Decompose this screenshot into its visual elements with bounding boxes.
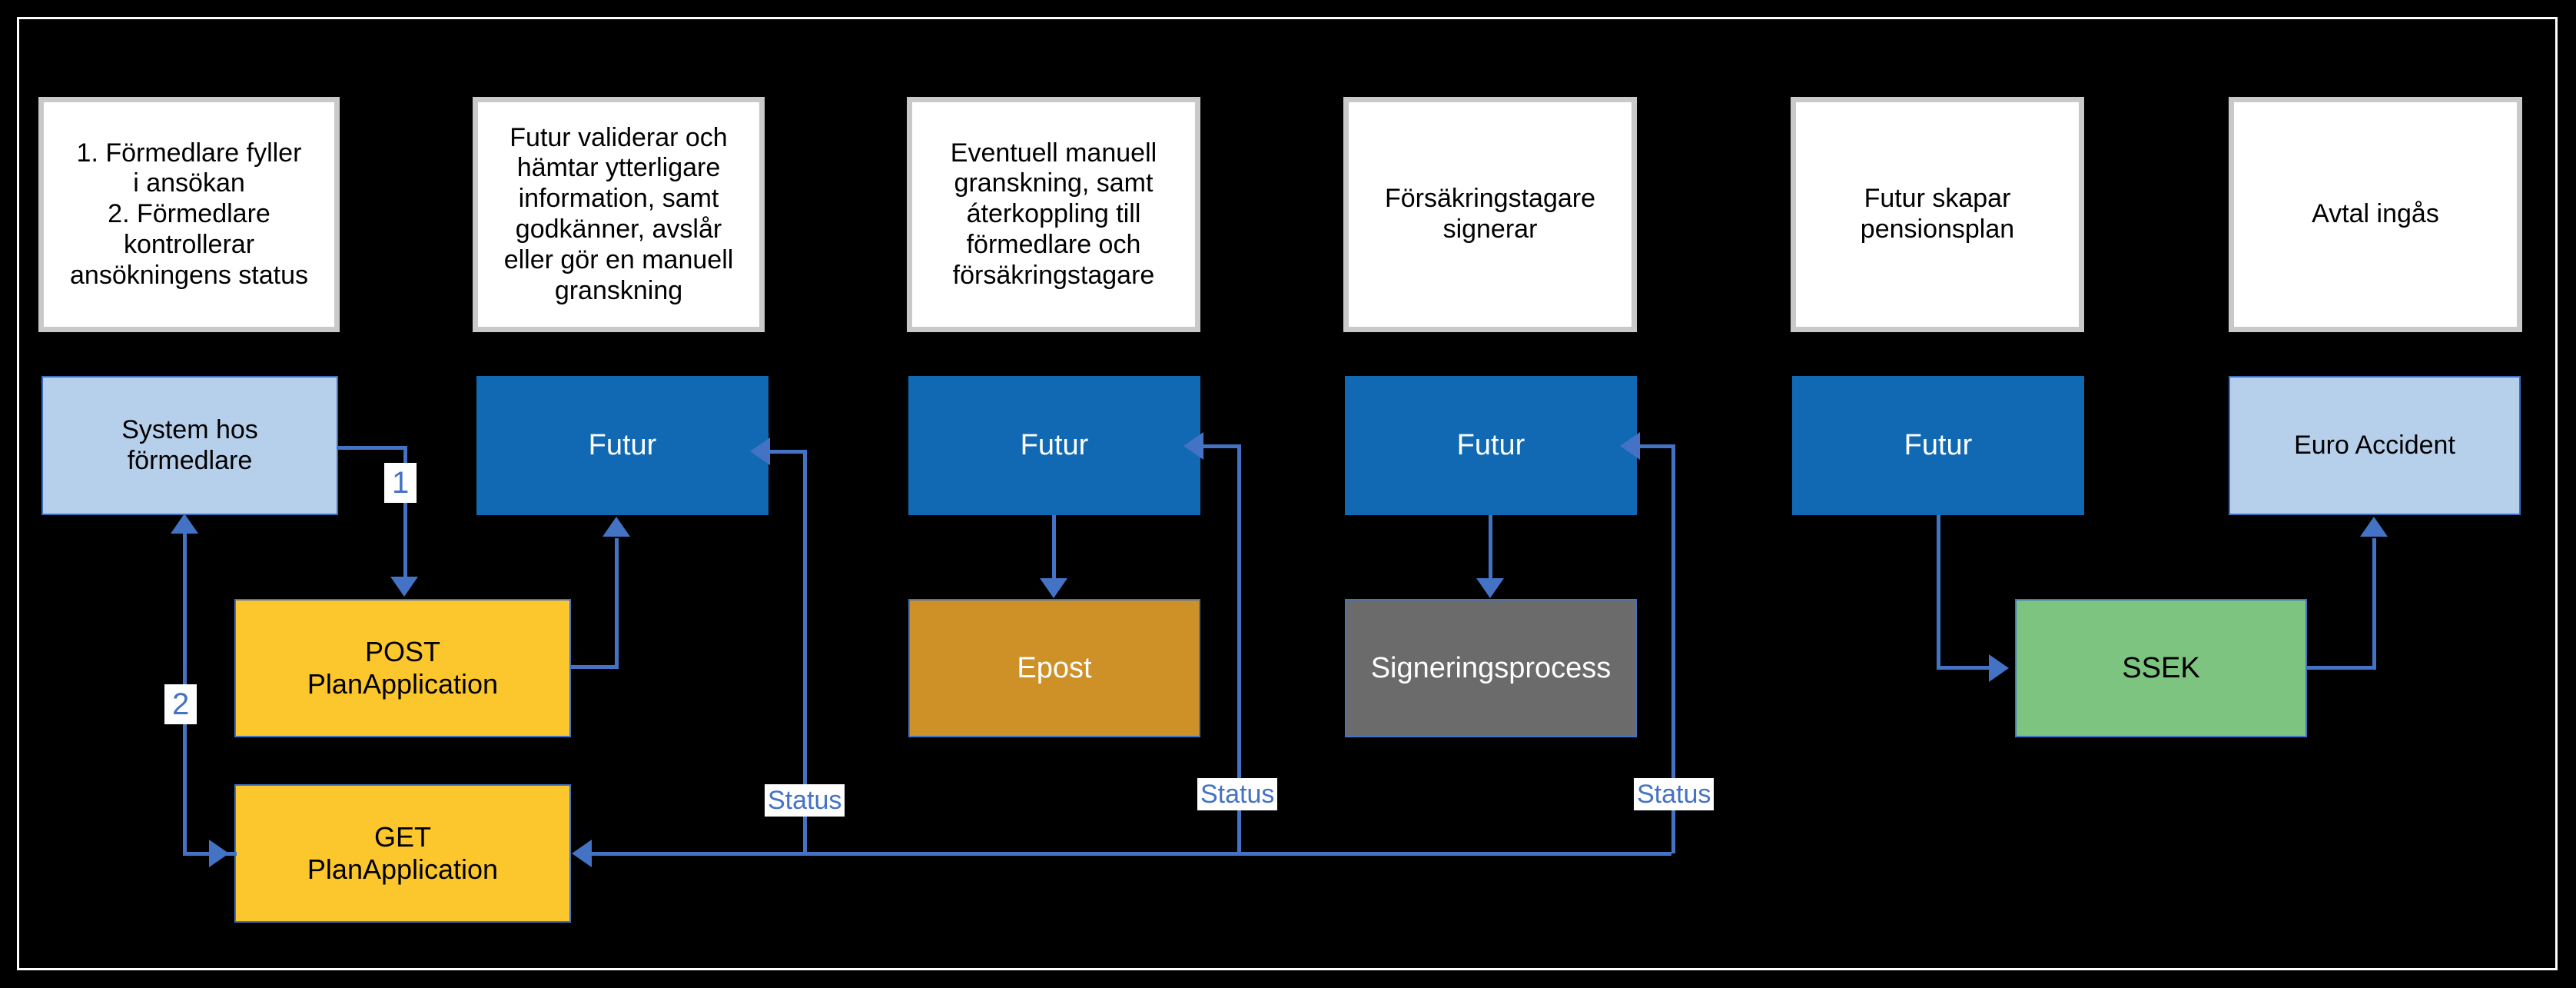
connector-post-to-futur-h xyxy=(571,665,619,669)
arrowhead-status2-into-futur xyxy=(1183,432,1203,460)
actor-box-futur-4: Futur xyxy=(1792,376,2084,515)
process-box-ssek: SSEK xyxy=(2015,599,2307,737)
process-box-signeringsprocess: Signeringsprocess xyxy=(1345,599,1637,737)
process-box-2-text: GET PlanApplication xyxy=(307,820,499,885)
arrowhead-futur2-to-epost xyxy=(1040,578,1067,598)
description-card-3-text: Eventuell manuell granskning, samt áterk… xyxy=(950,138,1157,290)
connector-ssek-to-euro-h xyxy=(2307,666,2376,670)
arrowhead-futur3-to-signering xyxy=(1476,578,1504,598)
connector-status3-h xyxy=(1637,444,1675,448)
actor-box-3-text: Futur xyxy=(1020,429,1089,462)
actor-box-futur-3: Futur xyxy=(1345,376,1637,515)
description-card-3: Eventuell manuell granskning, samt áterk… xyxy=(907,97,1200,332)
process-box-3-text: Epost xyxy=(1017,651,1092,684)
connector-status3-riser xyxy=(1671,444,1675,853)
connector-futur3-to-signering xyxy=(1489,515,1492,580)
edge-label-status-2: Status xyxy=(1197,778,1278,810)
process-box-1-text: POST PlanApplication xyxy=(307,635,499,700)
connector-system-to-post-v xyxy=(403,446,407,577)
connector-system-to-post-h xyxy=(338,446,407,450)
actor-box-5-text: Futur xyxy=(1904,429,1973,462)
edge-label-status-3: Status xyxy=(1634,778,1715,810)
connector-post-to-futur-v xyxy=(615,538,619,665)
arrowhead-post-to-futur xyxy=(603,517,630,537)
arrowhead-get-to-system xyxy=(171,514,198,534)
description-card-6-text: Avtal ingås xyxy=(2312,199,2439,229)
process-box-5-text: SSEK xyxy=(2122,651,2200,684)
edge-label-status-1: Status xyxy=(765,784,845,817)
connector-status-bus xyxy=(592,852,1671,856)
connector-status1-riser xyxy=(803,450,807,853)
connector-futur4-to-ssek-v xyxy=(1937,515,1940,669)
description-card-2-text: Futur validerar och hämtar ytterligare i… xyxy=(503,122,734,305)
actor-box-futur-2: Futur xyxy=(908,376,1200,515)
arrowhead-ssek-to-euro xyxy=(2360,517,2388,537)
connector-status2-riser xyxy=(1237,444,1241,853)
process-box-epost: Epost xyxy=(908,599,1200,737)
description-card-2: Futur validerar och hämtar ytterligare i… xyxy=(473,97,765,332)
arrowhead-into-get-left xyxy=(209,840,229,867)
connector-futur2-to-epost xyxy=(1052,515,1056,580)
connector-ssek-to-euro-v xyxy=(2372,538,2376,667)
arrowhead-status1-into-futur xyxy=(750,437,770,465)
arrowhead-status-bus-into-get xyxy=(572,840,592,867)
description-card-6: Avtal ingås xyxy=(2229,97,2522,332)
connector-futur4-to-ssek-h xyxy=(1937,666,1990,670)
description-card-1-text: 1. Förmedlare fyller i ansökan 2. Förmed… xyxy=(70,138,308,290)
description-card-1: 1. Förmedlare fyller i ansökan 2. Förmed… xyxy=(38,97,340,332)
connector-status1-h xyxy=(768,450,805,454)
actor-box-6-text: Euro Accident xyxy=(2294,430,2455,460)
description-card-4-text: Försäkringstagare signerar xyxy=(1384,184,1595,244)
edge-label-step-two: 2 xyxy=(164,684,198,724)
arrowhead-status3-into-futur xyxy=(1620,432,1640,460)
actor-box-2-text: Futur xyxy=(588,429,657,462)
process-box-get-planapplication: GET PlanApplication xyxy=(234,784,571,923)
description-card-4: Försäkringstagare signerar xyxy=(1343,97,1637,332)
arrowhead-futur4-to-ssek xyxy=(1989,654,2009,682)
connector-status2-h xyxy=(1200,444,1240,448)
actor-box-4-text: Futur xyxy=(1456,429,1525,462)
description-card-5-text: Futur skapar pensionsplan xyxy=(1860,184,2015,244)
description-card-5: Futur skapar pensionsplan xyxy=(1791,97,2084,332)
actor-box-euro-accident: Euro Accident xyxy=(2229,376,2521,515)
arrowhead-system-to-post xyxy=(390,577,418,597)
actor-box-system-hos-formedlare: System hos förmedlare xyxy=(41,376,338,515)
process-box-post-planapplication: POST PlanApplication xyxy=(234,599,571,737)
actor-box-1-text: System hos förmedlare xyxy=(121,414,258,475)
actor-box-futur-1: Futur xyxy=(476,376,768,515)
process-box-4-text: Signeringsprocess xyxy=(1370,651,1612,684)
edge-label-step-one: 1 xyxy=(384,463,417,503)
